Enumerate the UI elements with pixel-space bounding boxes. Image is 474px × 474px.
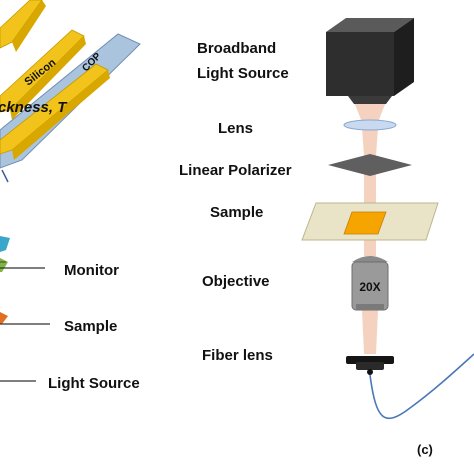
light-source-label-c: Light Source: [197, 65, 289, 82]
panel-a-device-sketch: Silicon COP ckness, T: [0, 0, 141, 183]
beam-objective-to-fiber: [362, 310, 378, 354]
thickness-arrow: [1, 169, 9, 183]
monitor-label: Monitor: [64, 262, 119, 279]
linear-polarizer-label: Linear Polarizer: [179, 162, 292, 179]
objective-label: Objective: [202, 273, 270, 290]
panel-c-microscope: 20X Broadband Light Source Lens Linear P…: [179, 18, 474, 457]
gold-stripe-2-side: [10, 36, 86, 120]
gold-stripe-3-side: [12, 70, 110, 160]
sample-patch: [343, 211, 387, 235]
fiber-lens-label: Fiber lens: [202, 347, 273, 364]
thickness-label: ckness, T: [0, 99, 68, 116]
beam-lens-to-polarizer: [362, 128, 378, 156]
objective: [351, 256, 389, 311]
lens-label: Lens: [218, 120, 253, 137]
fiber-lens: [346, 356, 394, 375]
linear-polarizer: [328, 154, 412, 176]
light-source-label-b: Light Source: [48, 375, 140, 392]
broadband-light-source: [326, 18, 414, 104]
panel-c-tag: (c): [417, 442, 433, 457]
sample-layer-orange: [0, 312, 8, 324]
gold-stripe-1-side: [12, 0, 46, 52]
monitor-prism-green: [0, 258, 8, 272]
panel-b-stack: Monitor Sample Light Source: [0, 236, 140, 392]
broadband-label: Broadband: [197, 40, 276, 57]
monitor-prism: [0, 236, 10, 252]
lens: [343, 119, 397, 131]
objective-magnification: 20X: [359, 280, 380, 294]
sample-label-c: Sample: [210, 204, 263, 221]
optical-fiber: [369, 353, 474, 419]
sample-label-b: Sample: [64, 318, 117, 335]
